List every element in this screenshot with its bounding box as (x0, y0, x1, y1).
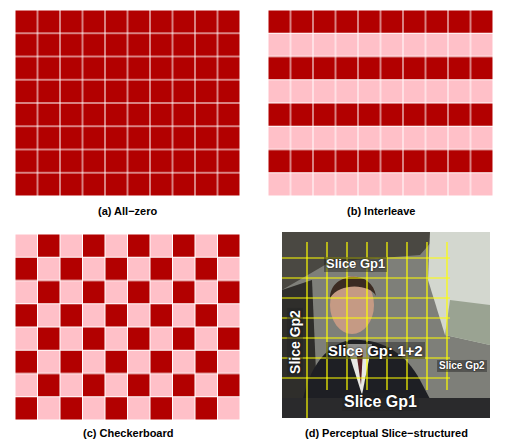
photo-ground (282, 232, 490, 418)
macroblock-grid (282, 242, 450, 418)
grid-ground (15, 234, 240, 420)
interleave-grid (268, 10, 493, 196)
grid-ground (15, 10, 240, 196)
grid-ground (268, 10, 493, 196)
panel-caption: (b) Interleave (347, 205, 415, 218)
slice-group-label: Slice Gp: 1+2 (326, 342, 425, 359)
panel-caption: (d) Perceptual Slice−structured (305, 427, 468, 440)
all-zero-grid (15, 10, 240, 196)
car-window (428, 232, 490, 345)
panel-caption: (c) Checkerboard (83, 427, 173, 440)
slice-group-label: Slice Gp1 (324, 257, 387, 272)
panel-caption: (a) All−zero (98, 205, 157, 218)
slice-group-label: Slice Gp1 (342, 393, 419, 411)
slice-group-label: Slice Gp2 (437, 360, 487, 372)
video-frame (282, 232, 490, 418)
hair (330, 277, 376, 298)
slice-group-label: Slice Gp2 (287, 308, 303, 376)
checkerboard-grid (15, 234, 240, 420)
outside-view (445, 300, 490, 345)
